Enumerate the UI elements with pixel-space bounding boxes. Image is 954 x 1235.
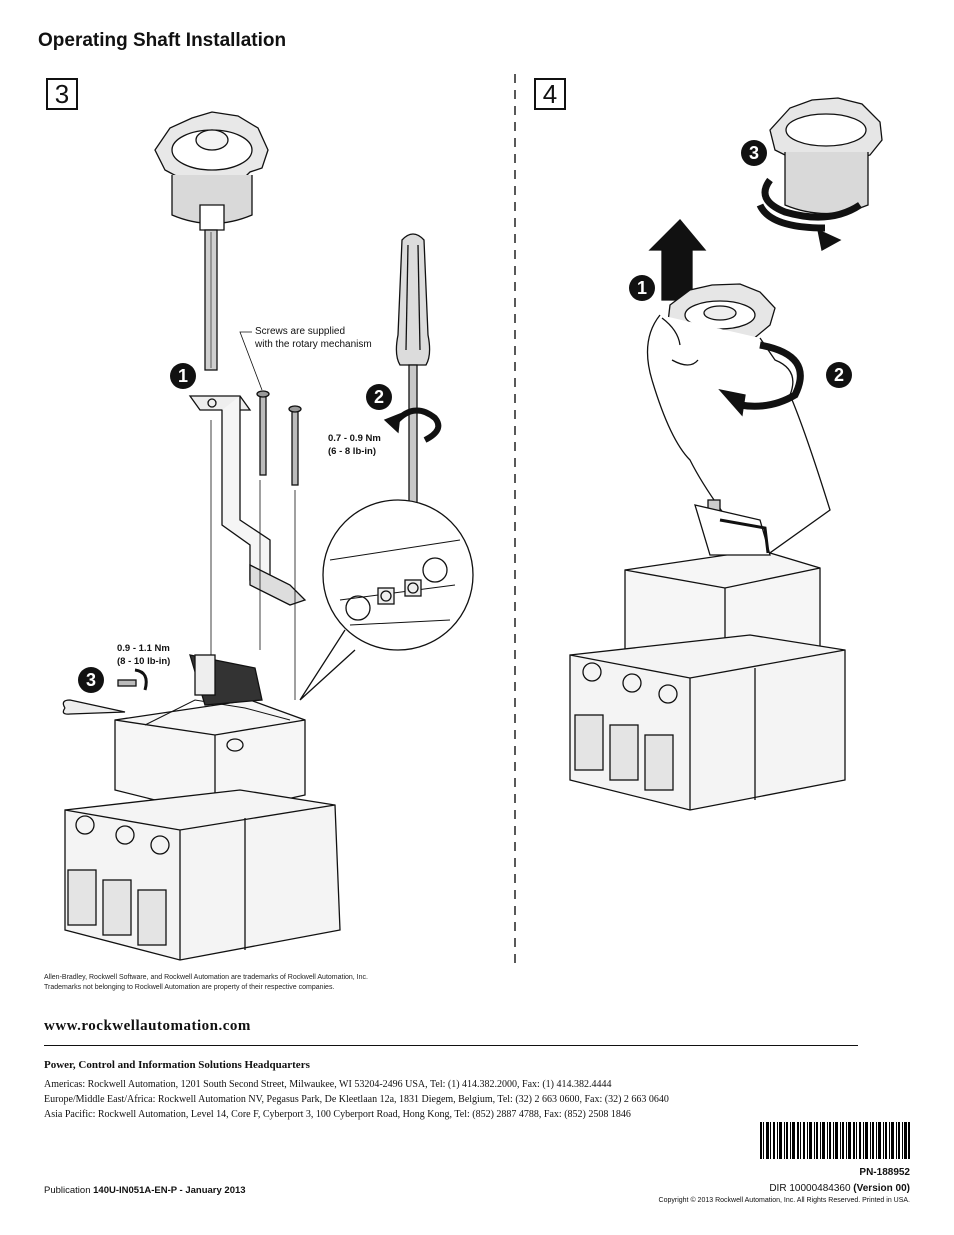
dir-info: DIR 10000484360 (Version 00) bbox=[769, 1183, 910, 1194]
step3-breaker bbox=[64, 654, 341, 961]
torque-b-line1: 0.9 - 1.1 Nm bbox=[117, 643, 170, 654]
step3-badge-2: 2 bbox=[366, 384, 392, 410]
step3-illustration bbox=[62, 111, 474, 961]
step4-number-box: 4 bbox=[534, 78, 566, 110]
step3-number-box: 3 bbox=[46, 78, 78, 110]
step3-badge-1: 1 bbox=[170, 363, 196, 389]
publication-label: Publication bbox=[44, 1185, 91, 1196]
hq-title: Power, Control and Information Solutions… bbox=[44, 1059, 310, 1071]
step3-badge-3: 3 bbox=[78, 667, 104, 693]
step4-badge-2: 2 bbox=[826, 362, 852, 388]
part-number: PN-188952 bbox=[859, 1167, 910, 1178]
step3-bracket bbox=[188, 395, 307, 606]
screws-callout-line2: with the rotary mechanism bbox=[255, 339, 372, 350]
step4-top-knob bbox=[769, 97, 883, 215]
trademark-line2: Trademarks not belonging to Rockwell Aut… bbox=[44, 984, 335, 991]
trademark-line1: Allen-Bradley, Rockwell Software, and Ro… bbox=[44, 974, 368, 981]
address-asia: Asia Pacific: Rockwell Automation, Level… bbox=[44, 1109, 631, 1120]
publication-info: Publication 140U-IN051A-EN-P - January 2… bbox=[44, 1185, 246, 1196]
step3-zoom-detail bbox=[299, 499, 474, 701]
copyright: Copyright © 2013 Rockwell Automation, In… bbox=[658, 1197, 910, 1204]
screws-callout: Screws are supplied with the rotary mech… bbox=[255, 325, 372, 351]
address-americas: Americas: Rockwell Automation, 1201 Sout… bbox=[44, 1079, 612, 1090]
callout-leader bbox=[239, 331, 263, 391]
step4-illustration bbox=[569, 97, 883, 811]
torque-a-line1: 0.7 - 0.9 Nm bbox=[328, 433, 381, 444]
step4-badge-1: 1 bbox=[629, 275, 655, 301]
address-emea: Europe/Middle East/Africa: Rockwell Auto… bbox=[44, 1094, 669, 1105]
page-title: Operating Shaft Installation bbox=[38, 30, 287, 51]
step4-breaker bbox=[569, 504, 846, 811]
torque-spec-screwdriver: 0.7 - 0.9 Nm (6 - 8 lb-in) bbox=[328, 432, 381, 458]
website-link[interactable]: www.rockwellautomation.com bbox=[44, 1018, 251, 1034]
step4-badge-3: 3 bbox=[741, 140, 767, 166]
dir-number: DIR 10000484360 bbox=[769, 1183, 851, 1194]
barcode-image bbox=[760, 1122, 910, 1159]
dir-version: (Version 00) bbox=[853, 1183, 910, 1194]
trademark-notice: Allen-Bradley, Rockwell Software, and Ro… bbox=[44, 973, 368, 993]
footer-divider bbox=[44, 1045, 858, 1046]
step3-screwdriver bbox=[395, 233, 431, 526]
screws-callout-line1: Screws are supplied bbox=[255, 326, 346, 337]
publication-id: 140U-IN051A-EN-P - January 2013 bbox=[93, 1185, 246, 1196]
step3-handle-knob bbox=[154, 111, 269, 231]
step3-screws bbox=[256, 390, 302, 486]
torque-a-line2: (6 - 8 lb-in) bbox=[328, 446, 377, 457]
torque-spec-screw: 0.9 - 1.1 Nm (8 - 10 lb-in) bbox=[117, 642, 170, 668]
step3-pin-screw bbox=[62, 668, 148, 715]
torque-b-line2: (8 - 10 lb-in) bbox=[117, 656, 171, 667]
